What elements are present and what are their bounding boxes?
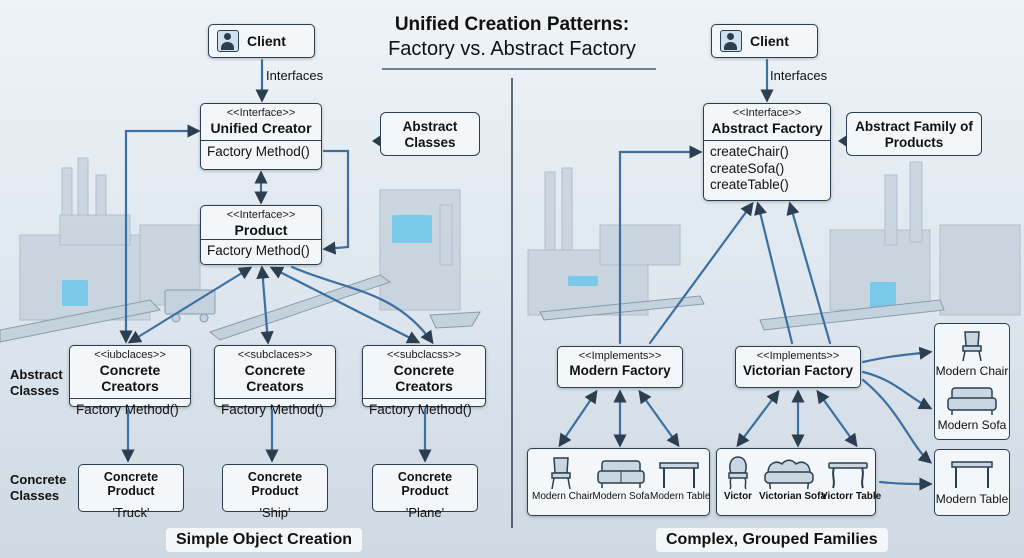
concrete-creator-box-3[interactable]: <<subclacss>> Concrete Creators Factory … (362, 345, 486, 417)
creator-1-name: Concrete Creators (99, 361, 161, 394)
left-interfaces-label: Interfaces (266, 68, 324, 83)
product-method: Factory Method() (207, 242, 310, 258)
victorian-family-group: Victor Victorian Sofa Victorr Table (716, 448, 882, 516)
creator-2-name: Concrete Creators (244, 361, 306, 394)
creator-1-stereotype: <<iubclaces>> (94, 349, 166, 361)
left-abstract-classes-callout: Abstract Classes (372, 112, 480, 156)
modern-table-item[interactable]: Modern Table (650, 455, 711, 502)
chair-icon (962, 331, 982, 362)
modern-chair-item[interactable]: Modern Chair (532, 455, 593, 502)
abstract-factory-name: Abstract Factory (711, 119, 823, 136)
unified-creator-box[interactable]: <<Interface>> Unified Creator Factory Me… (200, 103, 322, 170)
concrete-product-plane[interactable]: Concrete Product 'Plane' (372, 464, 478, 520)
product-name: Product (234, 221, 288, 238)
modern-factory-name: Modern Factory (569, 362, 671, 378)
product-panel-chair-sofa: Modern Chair Modern Sofa (934, 323, 1010, 440)
abstract-classes-label: Abstract Classes (10, 367, 63, 398)
create-chair-method: createChair() (710, 143, 789, 159)
product-box[interactable]: <<Interface>> Product Factory Method() (200, 205, 322, 265)
user-icon (720, 30, 742, 52)
title-line2: Factory vs. Abstract Factory (388, 38, 636, 60)
creator-3-name: Concrete Creators (393, 361, 455, 394)
create-sofa-method: createSofa() (710, 160, 785, 176)
concrete-product-truck[interactable]: Concrete Product 'Truck' (78, 464, 184, 520)
abstract-factory-box[interactable]: <<Interface>> Abstract Factory createCha… (703, 103, 831, 201)
left-client-box[interactable]: Client (208, 24, 315, 58)
creator-3-stereotype: <<subclacss>> (387, 349, 461, 361)
right-client-label: Client (750, 33, 789, 49)
sofa-icon (597, 460, 645, 488)
right-abstract-family-callout: Abstract Family of Products (838, 112, 982, 156)
right-caption: Complex, Grouped Families (656, 528, 888, 552)
modern-family-group: Modern Chair Modern Sofa Modern Table (527, 448, 710, 516)
product-1-title: Concrete Product (103, 470, 159, 498)
sofa-icon (947, 387, 997, 415)
product-3-value: 'Plane' (405, 505, 445, 520)
victorian-sofa-item[interactable]: Victorian Sofa (759, 455, 827, 502)
modern-factory-stereotype: <<Implements>> (578, 350, 662, 362)
ornate-chair-icon (728, 456, 748, 490)
product-3-title: Concrete Product (397, 470, 453, 498)
creator-2-stereotype: <<subclaces>> (237, 349, 313, 361)
product-panel-table: Modern Table (934, 449, 1010, 516)
chair-icon (551, 457, 571, 490)
table-icon (659, 462, 699, 488)
unified-creator-stereotype: <<Interface>> (226, 107, 296, 119)
panel-modern-chair-label: Modern Chair (935, 364, 1009, 378)
product-2-value: 'Ship' (259, 505, 291, 520)
victorian-table-label: Victorr Table (821, 491, 882, 502)
right-client-box[interactable]: Client (711, 24, 818, 58)
panel-modern-sofa-label: Modern Sofa (937, 418, 1007, 432)
victorian-factory-name: Victorian Factory (742, 362, 854, 378)
left-caption: Simple Object Creation (166, 528, 363, 552)
abstract-factory-stereotype: <<Interface>> (732, 107, 802, 119)
victorian-chair-label: Victor (723, 491, 753, 502)
modern-factory-box[interactable]: <<Implements>> Modern Factory (557, 346, 683, 388)
title-line1: Unified Creation Patterns: (394, 14, 630, 35)
modern-chair-label: Modern Chair (532, 491, 593, 502)
unified-creator-method: Factory Method() (207, 143, 310, 159)
modern-sofa-label: Modern Sofa (592, 491, 650, 502)
table-icon (951, 461, 993, 488)
victorian-factory-box[interactable]: <<Implements>> Victorian Factory (735, 346, 861, 388)
concrete-classes-label: Concrete Classes (10, 472, 67, 503)
ornate-sofa-icon (764, 459, 814, 490)
concrete-product-ship[interactable]: Concrete Product 'Ship' (222, 464, 328, 520)
creator-3-method: Factory Method() (369, 401, 472, 417)
unified-creator-name: Unified Creator (210, 119, 312, 136)
panel-modern-table-label: Modern Table (935, 492, 1009, 506)
modern-table-label: Modern Table (650, 491, 711, 502)
ornate-table-icon (828, 462, 868, 489)
right-interfaces-label: Interfaces (770, 68, 828, 83)
modern-sofa-item[interactable]: Modern Sofa (592, 455, 650, 502)
victorian-table-item[interactable]: Victorr Table (821, 455, 882, 502)
concrete-creator-box-2[interactable]: <<subclaces>> Concrete Creators Factory … (214, 345, 336, 417)
create-table-method: createTable() (710, 177, 789, 193)
victorian-factory-stereotype: <<Implements>> (756, 350, 840, 362)
user-icon (217, 30, 239, 52)
victorian-chair-item[interactable]: Victor (719, 455, 757, 502)
product-1-value: 'Truck' (112, 505, 150, 520)
victorian-sofa-label: Victorian Sofa (759, 491, 827, 502)
product-2-title: Concrete Product (247, 470, 303, 498)
product-stereotype: <<Interface>> (226, 209, 296, 221)
left-client-label: Client (247, 33, 286, 49)
